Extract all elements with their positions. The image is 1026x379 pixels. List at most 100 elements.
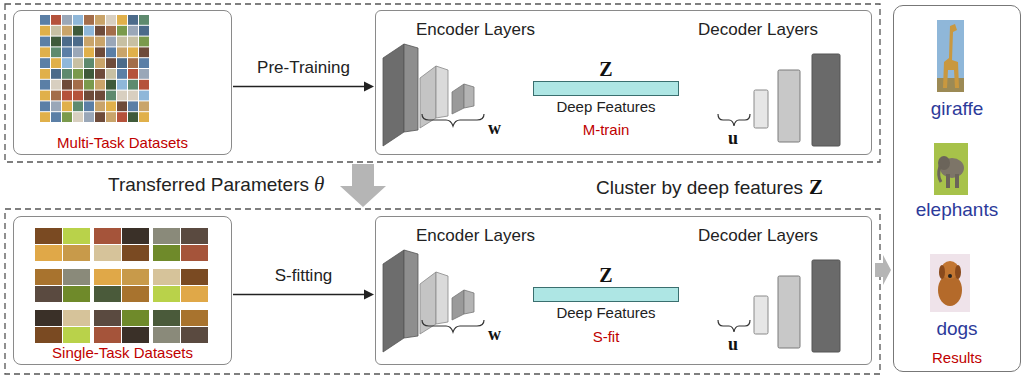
- illustration-part: [84, 15, 94, 25]
- illustration-part: [95, 26, 105, 36]
- illustration-part: [718, 114, 750, 126]
- illustration-part: [40, 69, 50, 79]
- network-box: Encoder LayersDecoder LayersS-fitZDeep F…: [375, 216, 872, 365]
- illustration-part: [436, 66, 448, 118]
- layer-heading: Decoder Layers: [698, 226, 818, 246]
- illustration-part: [128, 15, 138, 25]
- illustration-part: [95, 15, 105, 25]
- illustration-part: [51, 80, 61, 90]
- illustration-part: [84, 47, 94, 57]
- dog-photo: [930, 254, 970, 312]
- illustration-part: [40, 47, 50, 57]
- stage-name: M-train: [583, 121, 630, 139]
- illustration-part: [94, 286, 121, 302]
- illustration-part: [51, 47, 61, 57]
- illustration-part: [139, 37, 149, 47]
- illustration-part: [139, 112, 149, 122]
- illustration-part: [117, 80, 127, 90]
- illustration-part: [122, 327, 149, 343]
- arrow-head: [364, 290, 374, 300]
- illustration-part: [122, 310, 149, 326]
- illustration-part: [181, 228, 208, 244]
- illustration-part: [95, 69, 105, 79]
- illustration-part: [63, 269, 90, 285]
- illustration-part: [181, 286, 208, 302]
- illustration-part: [117, 37, 127, 47]
- illustration-part: [84, 101, 94, 111]
- illustration-part: [812, 54, 840, 146]
- illustration-part: [117, 26, 127, 36]
- illustration-part: [51, 91, 61, 101]
- illustration-part: [73, 15, 83, 25]
- illustration-part: [943, 24, 959, 88]
- illustration-part: [383, 44, 404, 146]
- illustration-part: [95, 91, 105, 101]
- illustration-part: [930, 254, 970, 312]
- illustration-part: [128, 69, 138, 79]
- flow-arrow: [233, 290, 374, 300]
- illustration-part: [117, 69, 127, 79]
- illustration-part: [62, 101, 72, 111]
- illustration-part: [452, 84, 464, 114]
- illustration-part: [139, 101, 149, 111]
- illustration-part: [40, 58, 50, 68]
- illustration-part: [937, 20, 964, 92]
- illustration-part: [95, 37, 105, 47]
- illustration-part: [51, 58, 61, 68]
- illustration-part: [128, 91, 138, 101]
- illustration-part: [122, 228, 149, 244]
- illustration-part: [128, 80, 138, 90]
- dataset-name: Multi-Task Datasets: [57, 134, 188, 152]
- illustration-part: [128, 37, 138, 47]
- illustration-part: [40, 26, 50, 36]
- illustration-part: [62, 37, 72, 47]
- illustration-part: [955, 265, 961, 279]
- illustration-part: [106, 112, 116, 122]
- feature-vector: ZDeep Features: [533, 263, 679, 327]
- illustration-part: [35, 310, 62, 326]
- illustration-part: [95, 58, 105, 68]
- illustration-part: [128, 26, 138, 36]
- illustration-part: [94, 269, 121, 285]
- illustration-part: [84, 112, 94, 122]
- illustration-part: [94, 310, 121, 326]
- illustration-part: [73, 112, 83, 122]
- illustration-part: [40, 80, 50, 90]
- illustration-part: [420, 66, 436, 128]
- illustration-part: [948, 274, 952, 278]
- illustration-part: [40, 112, 50, 122]
- illustration-part: [62, 26, 72, 36]
- illustration-part: [84, 58, 94, 68]
- illustration-part: [73, 91, 83, 101]
- class-name: dogs: [936, 318, 977, 341]
- feature-symbol: Z: [599, 57, 612, 81]
- illustration-part: [139, 15, 149, 25]
- illustration-part: [139, 58, 149, 68]
- illustration-part: [181, 245, 208, 261]
- weight-symbol: w: [488, 324, 501, 346]
- illustration-part: [106, 26, 116, 36]
- illustration-part: [117, 15, 127, 25]
- illustration-part: [40, 91, 50, 101]
- illustration-part: [106, 101, 116, 111]
- network-drawing: [383, 44, 840, 146]
- flow-arrow: [233, 82, 374, 92]
- dataset-name: Single-Task Datasets: [52, 344, 193, 362]
- illustration-part: [62, 80, 72, 90]
- illustration-part: [122, 286, 149, 302]
- illustration-part: [73, 58, 83, 68]
- arrow-head: [364, 82, 374, 92]
- arrow-line: [233, 86, 365, 88]
- illustration-part: [128, 112, 138, 122]
- illustration-part: [117, 101, 127, 111]
- illustration-part: [62, 91, 72, 101]
- illustration-part: [153, 269, 180, 285]
- edge-label: S-fitting: [273, 266, 335, 286]
- illustration-part: [153, 327, 180, 343]
- illustration-part: [35, 228, 62, 244]
- edge-label: Pre-Training: [255, 58, 352, 78]
- illustration-part: [40, 101, 50, 111]
- illustration-part: [128, 101, 138, 111]
- illustration-part: [139, 80, 149, 90]
- parameter-symbol: θ: [314, 172, 324, 197]
